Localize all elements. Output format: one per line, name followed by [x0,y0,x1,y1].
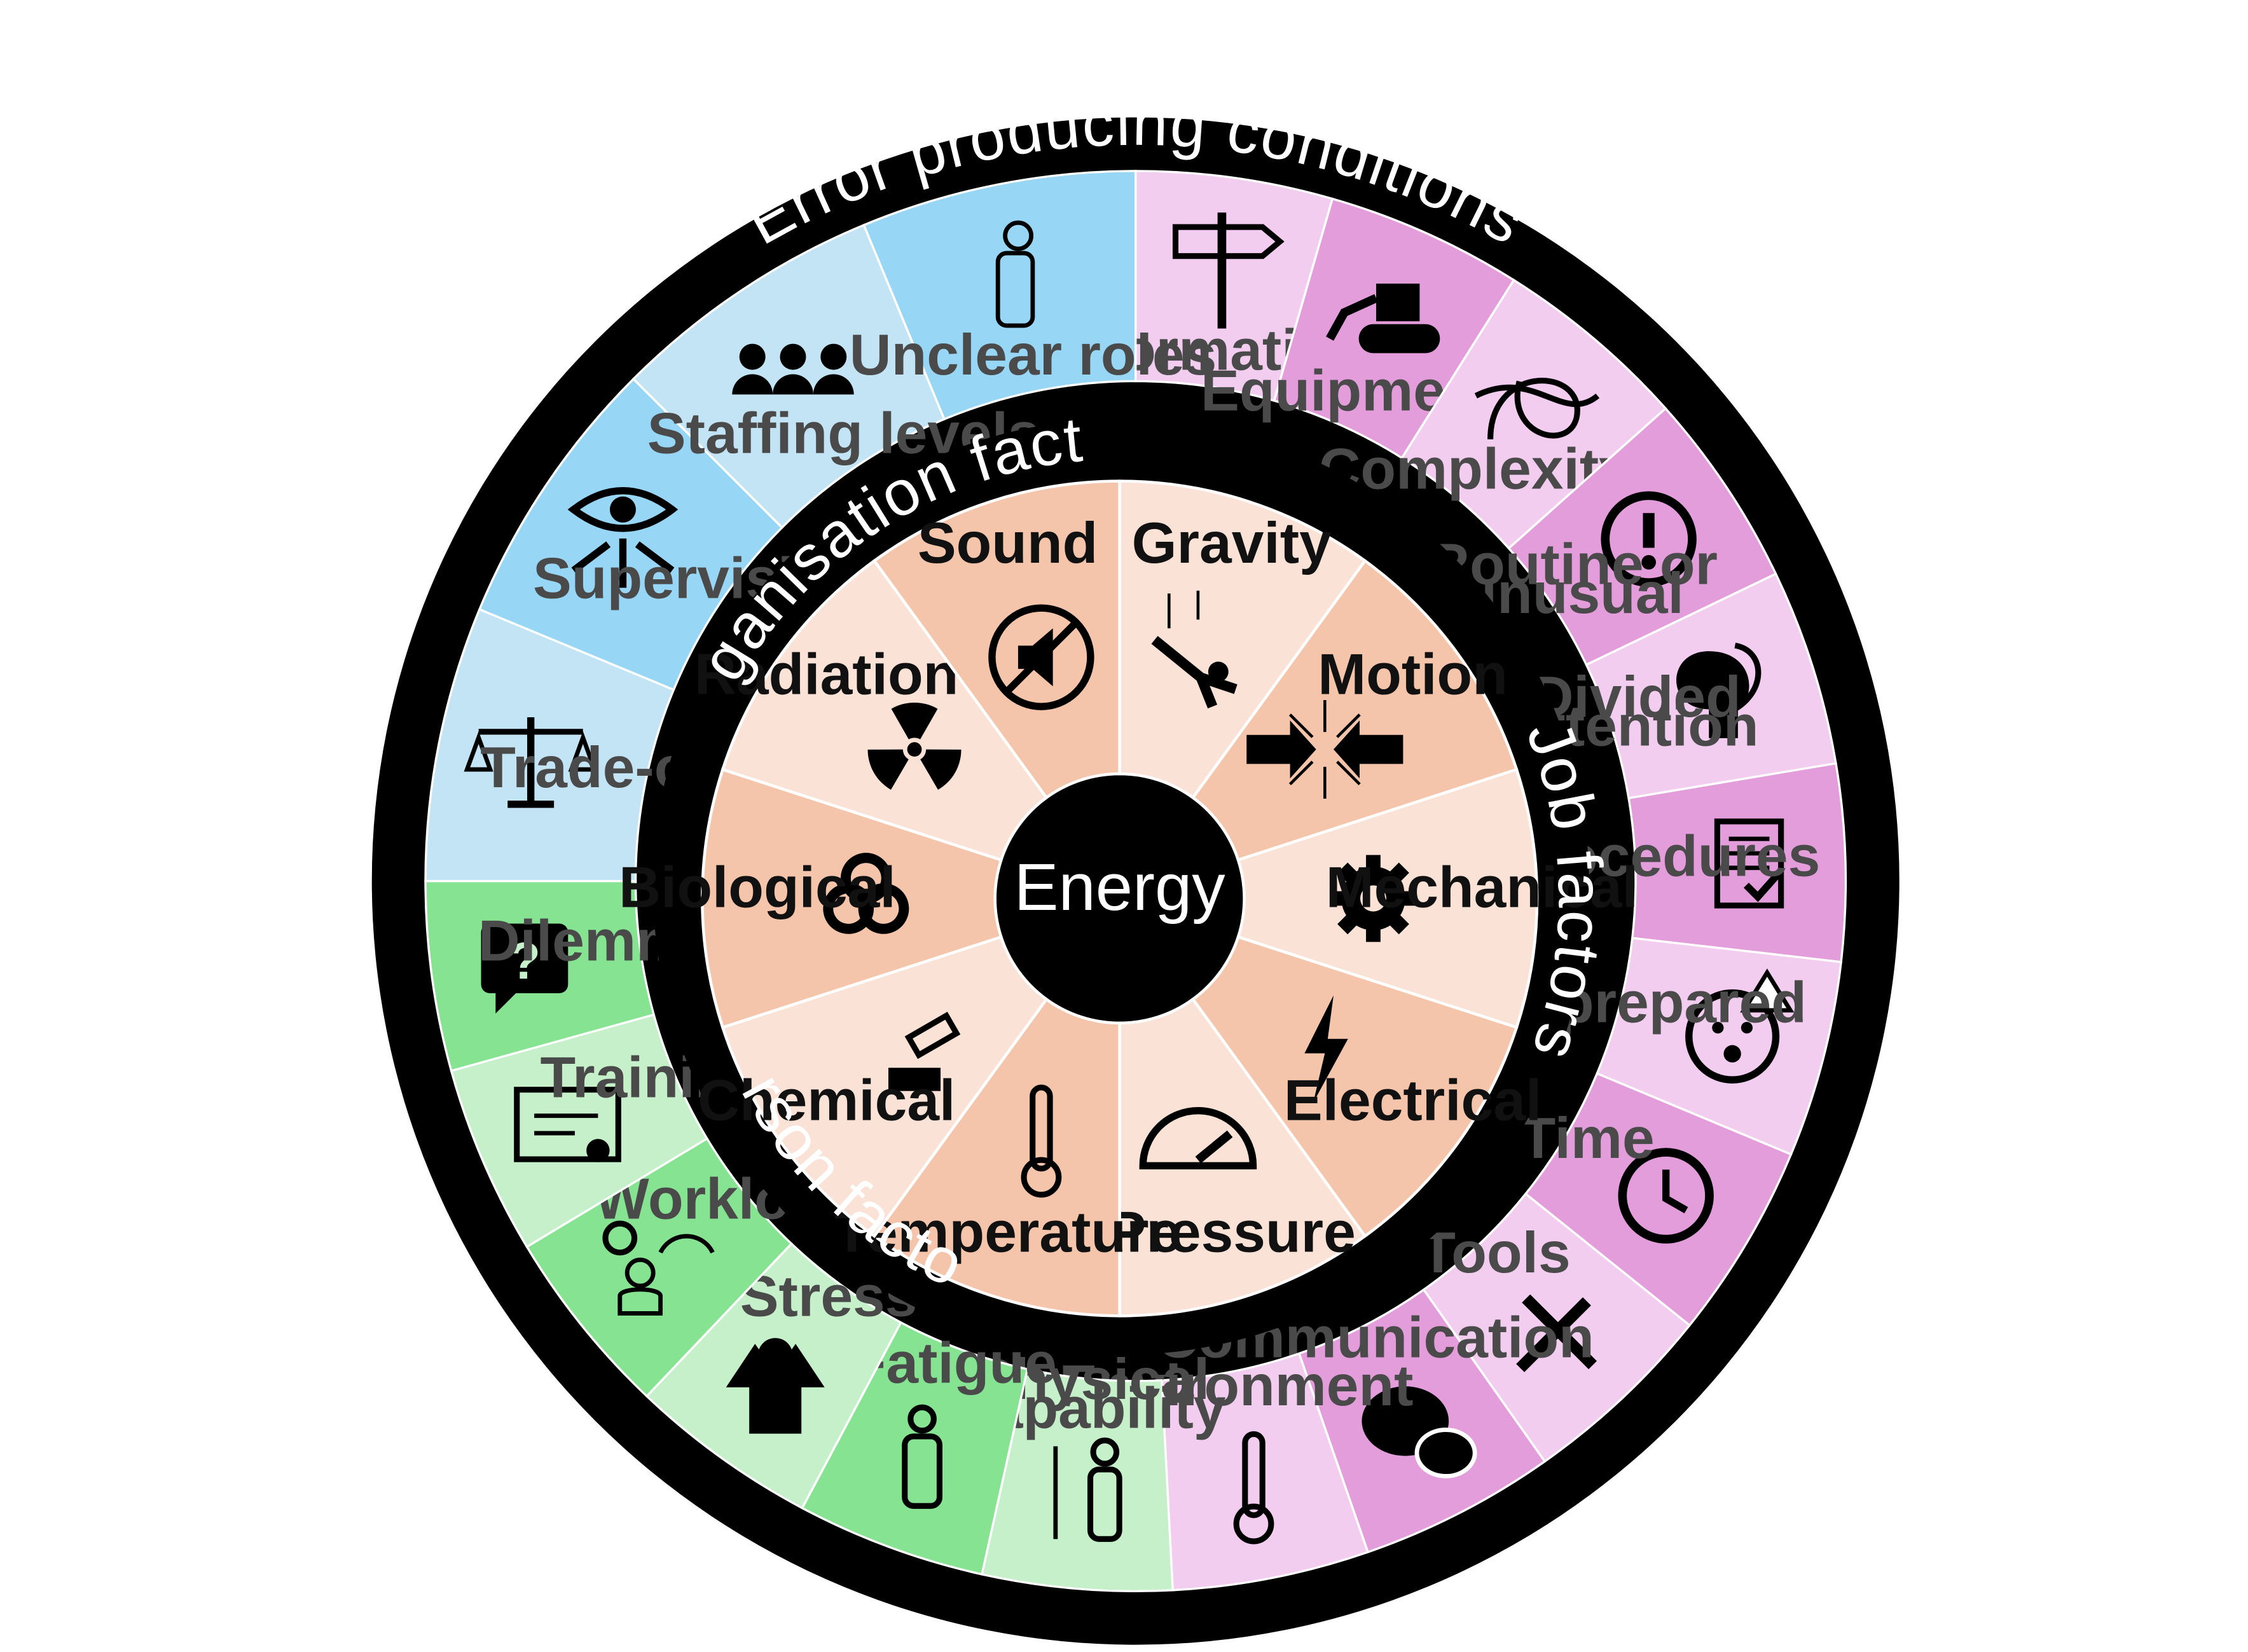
hazard-label: Gravity [1132,511,1332,575]
lightning-bolt-icon [1304,995,1348,1103]
label-line: Unclear roles [850,322,1217,387]
question-bubble-icon: ? [481,923,569,1014]
hazard-label: Pressure [1108,1199,1356,1264]
confused-person-icon [995,220,1035,328]
group-of-people-icon [732,343,854,395]
hazard-segment-radiation [721,558,1049,862]
signpost-icon [1172,212,1285,329]
thermometer-icon [1021,1084,1062,1198]
pressure-gauge-icon [1139,1106,1257,1169]
label-line: Divided [1532,664,1741,729]
job-label: Tools [1420,1220,1570,1285]
exclamation-circle-icon [1601,491,1697,588]
scales-icon [464,717,598,808]
hazard-segments: GravityMotionMechanicalElectricalPressur… [619,479,1638,1318]
hazard-label: Mechanical [1326,855,1638,920]
person-gear-gauge-icon [602,1220,715,1316]
hazard-label: Chemical [698,1068,955,1133]
person-height-arrows-icon [1053,1437,1122,1542]
gear-icon [1330,855,1417,942]
label-line: Tools [1420,1220,1570,1285]
stressed-person-icon [726,1338,825,1434]
hazard-segment-chemical [721,935,1049,1239]
hazard-segment-temperature [872,997,1121,1318]
test-tube-icon [888,1012,961,1091]
muted-speaker-icon [988,604,1094,710]
checklist-icon [1714,818,1784,909]
radiation-icon [867,702,962,790]
job-label: Routine orunusual [1428,532,1718,626]
hazard-label: Motion [1318,642,1508,707]
hammer-screwdriver-icon [1516,1294,1597,1372]
job-label: Dividedattention [1514,664,1759,759]
hazard-segment-motion [1190,558,1519,862]
job-label: Time [1521,1106,1655,1171]
energy-center-circle [999,778,1240,1019]
biohazard-icon [823,853,909,934]
eye-arrows-icon [567,486,679,588]
two-heads-icon [1676,642,1762,738]
collision-arrows-icon [1246,700,1403,799]
hazard-segment-electrical [1190,935,1519,1239]
hazard-segment-gravity [1118,479,1367,800]
certificate-icon [514,1087,621,1162]
org-label: Unclear roles [850,322,1217,387]
tangled-arrows-icon [1474,378,1600,439]
hazard-label: Electrical [1284,1068,1541,1133]
label-line: Time [1521,1106,1655,1171]
tired-person-icon [902,1404,943,1509]
thermometer-icon [1233,1431,1274,1545]
excavator-icon [1326,283,1440,354]
clock-arrow-icon [1618,1148,1714,1244]
energy-center-label: Energy [1014,850,1226,925]
hazard-segment-pressure [1118,997,1367,1318]
hazard-label: Biological [619,855,896,920]
svg-text:?: ? [509,932,541,990]
speech-bubbles-icon [1362,1386,1477,1478]
surprised-face-warning-icon [1685,968,1795,1084]
hazard-label: Sound [918,511,1098,575]
falling-person-icon [1151,590,1238,709]
hazard-label: Radiation [694,642,958,707]
